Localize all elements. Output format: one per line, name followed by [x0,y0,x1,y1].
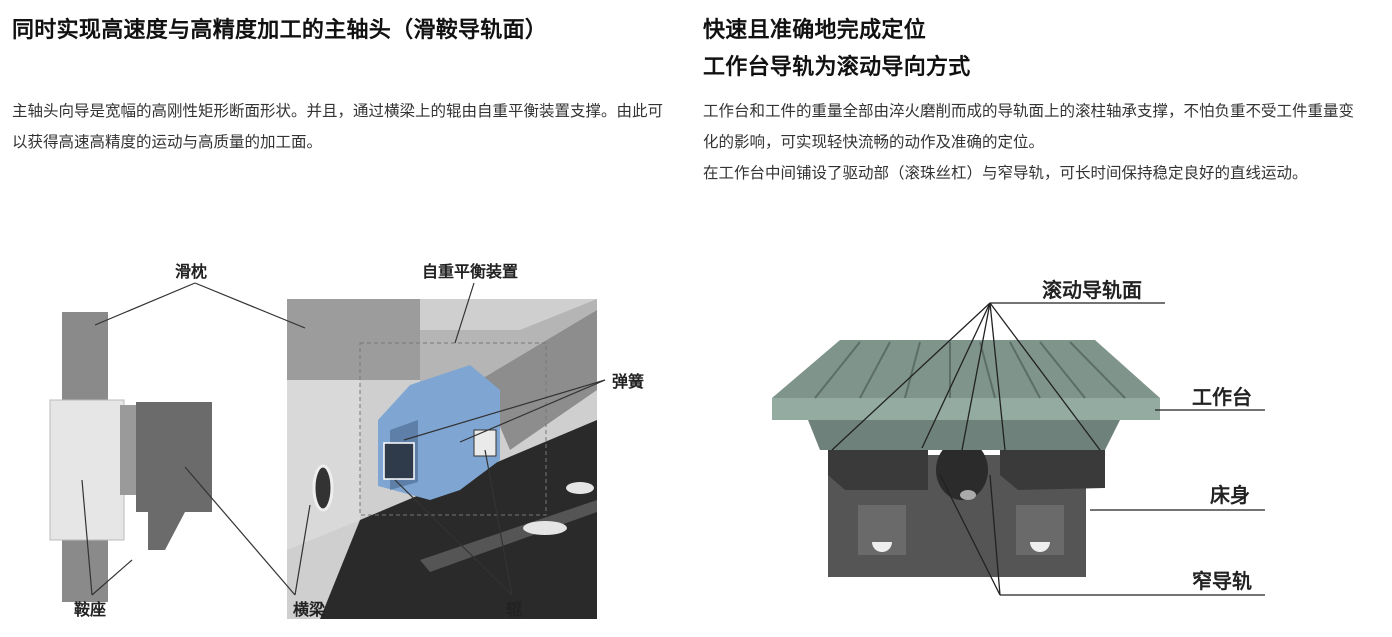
label-roller: 辊 [506,600,522,619]
label-narrow-guide: 窄导轨 [1192,569,1252,593]
saddle-part [50,400,124,540]
label-counterbalance: 自重平衡装置 [422,262,518,281]
label-ram: 滑枕 [175,262,207,281]
right-title-line1: 快速且准确地完成定位 [703,14,926,48]
crossrail-section [136,402,212,550]
spindle-head-figure: 滑枕 自重平衡装置 弹簧 鞍座 横梁 辊 [0,250,690,637]
right-title-line2: 工作台导轨为滚动导向方式 [703,51,971,85]
right-paragraph-1: 工作台和工件的重量全部由淬火磨削而成的导轨面上的滚柱轴承支撑，不怕负重不受工件重… [703,96,1368,158]
label-spring: 弹簧 [612,372,644,391]
right-paragraph-2: 在工作台中间铺设了驱动部（滚珠丝杠）与窄导轨，可长时间保持稳定良好的直线运动。 [703,158,1368,189]
left-title: 同时实现高速度与高精度加工的主轴头（滑鞍导轨面） [12,14,547,48]
label-crossrail: 横梁 [293,600,326,619]
label-table: 工作台 [1192,385,1252,409]
label-bed: 床身 [1210,483,1250,507]
left-paragraph: 主轴头向导是宽幅的高刚性矩形断面形状。并且，通过横梁上的辊由自重平衡装置支撑。由… [12,96,672,158]
label-saddle: 鞍座 [74,600,106,619]
table-bed-figure: 滚动导轨面 工作台 床身 窄导轨 [700,260,1390,637]
roller-box [384,443,414,479]
label-rolling-guide: 滚动导轨面 [1042,278,1142,302]
